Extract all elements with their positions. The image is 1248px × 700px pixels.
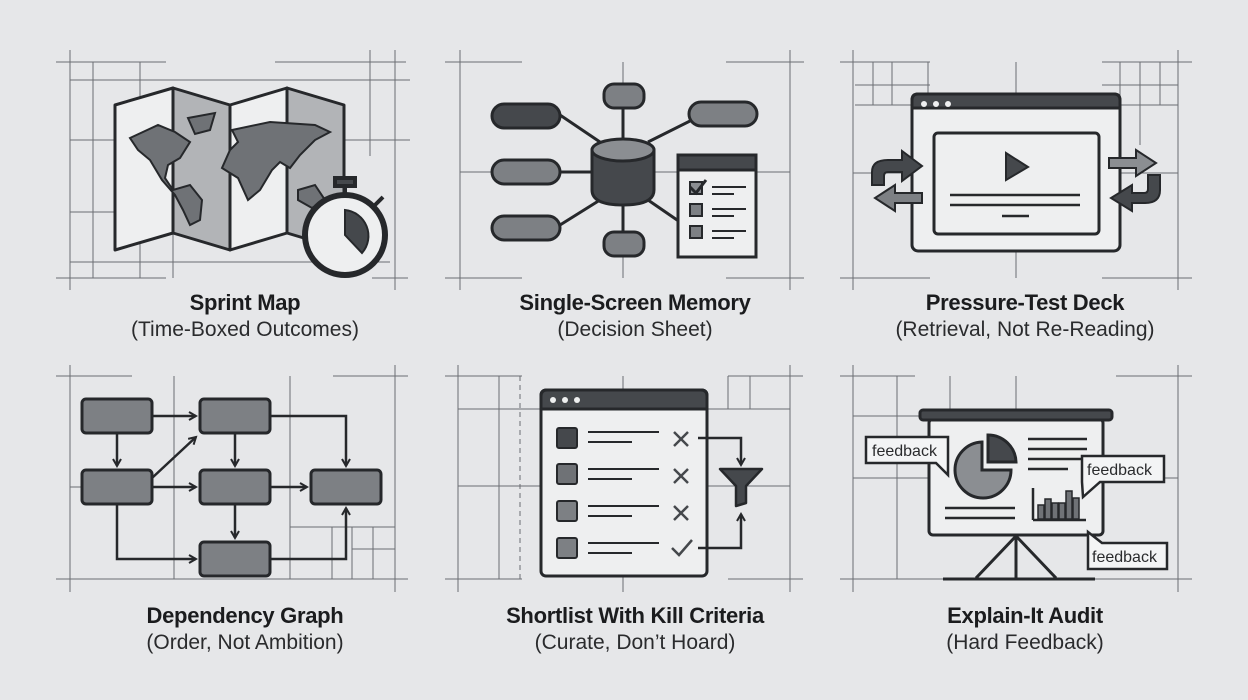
browser-video-icon (840, 50, 1192, 290)
panel-single-screen-memory: Single-Screen Memory (Decision Sheet) (440, 50, 830, 390)
panel-title: Single-Screen Memory (519, 290, 751, 315)
reject-x-icons (671, 431, 693, 557)
checklist-funnel-icon (445, 365, 803, 592)
feedback-label: feedback (872, 443, 938, 460)
feedback-label: feedback (1092, 549, 1158, 566)
panel-shortlist-kill-criteria: Shortlist With Kill Criteria (Curate, Do… (440, 360, 830, 700)
panel-subtitle: (Curate, Don’t Hoard) (534, 631, 736, 654)
feedback-bubbles (864, 435, 1169, 571)
feedback-label: feedback (1087, 462, 1153, 479)
presentation-feedback-icon: feedback feedback feedback (840, 365, 1192, 592)
panel-subtitle: (Hard Feedback) (946, 631, 1104, 654)
panel-pressure-test-deck: Pressure-Test Deck (Retrieval, Not Re-Re… (830, 50, 1220, 390)
panel-title: Sprint Map (189, 290, 301, 315)
panel-subtitle: (Time-Boxed Outcomes) (131, 318, 359, 341)
panel-subtitle: (Order, Not Ambition) (146, 631, 344, 654)
panel-subtitle: (Retrieval, Not Re-Reading) (895, 318, 1155, 341)
panel-dependency-graph: Dependency Graph (Order, Not Ambition) (50, 360, 440, 700)
panel-title: Dependency Graph (146, 603, 344, 628)
panel-title: Explain-It Audit (947, 603, 1103, 628)
panel-explain-it-audit: feedback feedback feedback Explain-It Au… (830, 360, 1220, 700)
database-hub-icon (445, 50, 804, 290)
panel-sprint-map: Sprint Map (Time-Boxed Outcomes) (50, 50, 440, 390)
map-stopwatch-icon (56, 50, 410, 290)
flowchart-icon (56, 365, 408, 592)
panel-subtitle: (Decision Sheet) (557, 318, 713, 341)
panel-title: Shortlist With Kill Criteria (506, 603, 764, 628)
panel-title: Pressure-Test Deck (925, 290, 1125, 315)
